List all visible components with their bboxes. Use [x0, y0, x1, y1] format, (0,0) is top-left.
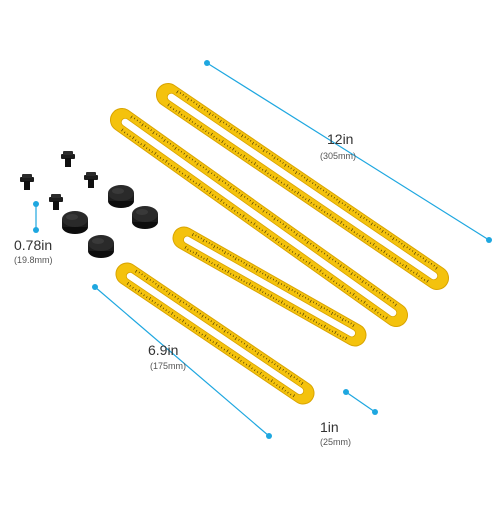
short-length-dimension [92, 284, 272, 439]
ruler-long-front-scale-marks [121, 115, 397, 320]
dimension-lines-group [33, 60, 492, 439]
ruler-short-back [172, 226, 367, 347]
width-dimension [343, 389, 378, 415]
long-length-metric-label: (305mm) [320, 151, 357, 161]
pin-4 [49, 194, 63, 210]
pin-3 [84, 172, 98, 188]
ruler-long-front-slot [120, 117, 398, 318]
ruler-long-back [156, 83, 450, 291]
width-imperial-label: 1in [320, 419, 339, 435]
knob-size-dimension [33, 201, 39, 233]
width-metric-label: (25mm) [320, 437, 351, 447]
knob-3 [62, 211, 88, 234]
rulers-group [109, 83, 450, 405]
ruler-short-front-slot [125, 271, 305, 396]
ruler-short-back-scale-marks [184, 232, 355, 341]
short-length-metric-label: (175mm) [150, 361, 187, 371]
knob-4 [88, 235, 114, 258]
long-length-dimension [204, 60, 492, 243]
pin-1 [61, 151, 75, 167]
ruler-long-front [109, 108, 409, 328]
ruler-long-back-scale-marks [167, 90, 438, 283]
knob-2 [132, 206, 158, 229]
ruler-short-back-slot [183, 235, 356, 338]
long-length-imperial-label: 12in [327, 131, 354, 147]
knob-size-metric-label: (19.8mm) [14, 255, 53, 265]
knob-1 [108, 185, 134, 208]
short-length-imperial-label: 6.9in [148, 342, 179, 358]
ruler-short-front-scale-marks [126, 269, 304, 398]
pin-2 [20, 174, 34, 190]
ruler-short-front [115, 262, 315, 405]
ruler-long-back-slot [166, 92, 439, 281]
knobs-and-pins-group [20, 151, 158, 258]
knob-size-imperial-label: 0.78in [14, 237, 53, 253]
